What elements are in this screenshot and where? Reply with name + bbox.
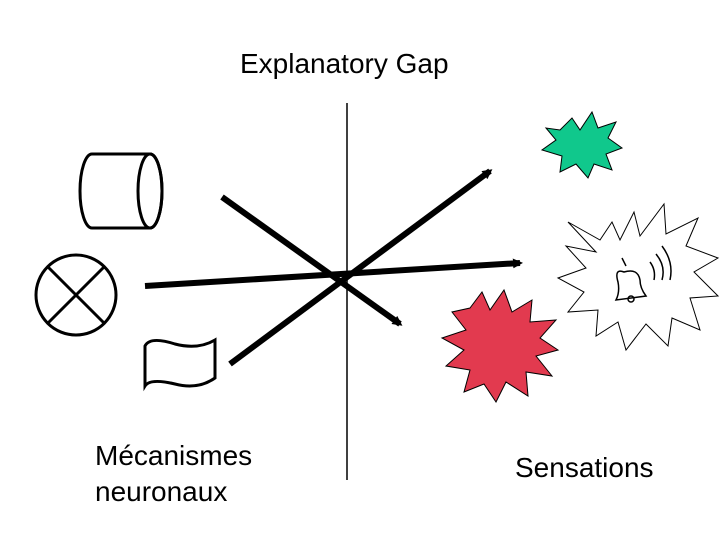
- bell-icon: [614, 245, 672, 303]
- arrow-to-red: [220, 194, 403, 327]
- bell-starburst-icon: [556, 202, 720, 352]
- sensations-label: Sensations: [515, 452, 654, 483]
- green-starburst-icon: [540, 110, 624, 179]
- arrow-to-green: [228, 168, 493, 367]
- diagram-title: Explanatory Gap: [240, 48, 449, 79]
- left-label-line1: Mécanismes: [95, 440, 253, 471]
- left-label-line2: neuronaux: [95, 476, 228, 507]
- red-starburst-icon: [440, 288, 560, 403]
- circle-x-icon: [34, 253, 118, 337]
- neural-mechanisms-label: Mécanismes neuronaux: [95, 438, 252, 510]
- arrows: [144, 168, 523, 367]
- scroll-icon: [143, 337, 217, 392]
- cylinder-icon: [78, 152, 164, 230]
